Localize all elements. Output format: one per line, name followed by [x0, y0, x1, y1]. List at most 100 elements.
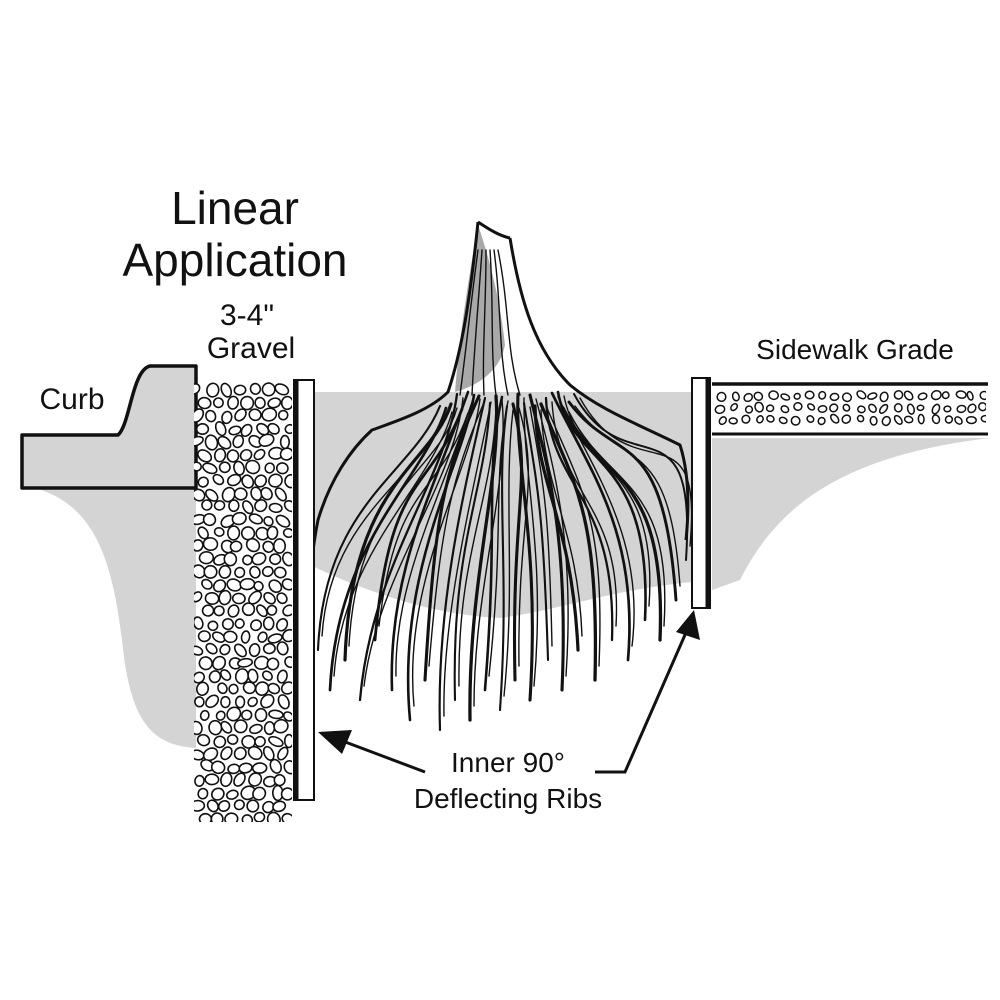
gravel-pebble [194, 616, 204, 630]
gravel-pebble [276, 641, 289, 656]
gravel-pebble [248, 772, 263, 787]
gravel-pebble [196, 733, 211, 747]
trunk-tip [477, 220, 511, 240]
gravel-pebble [262, 800, 275, 814]
sidewalk-aggregate-stone [829, 413, 840, 424]
gravel-pebble [283, 500, 292, 513]
gravel-pebble [217, 682, 228, 695]
gravel-pebble [194, 383, 201, 395]
gravel-pebble [233, 772, 246, 787]
root-strand [358, 392, 459, 702]
gravel-pebble [226, 525, 241, 541]
sidewalk-aggregate-stone [965, 415, 977, 425]
root-strand [544, 396, 614, 642]
gravel-pebble [194, 408, 205, 423]
gravel-pebble [223, 630, 238, 644]
sidewalk-aggregate-stone [744, 405, 754, 414]
gravel-pebble [194, 749, 205, 761]
gravel-pebble [226, 473, 242, 487]
gravel-pebble [274, 487, 288, 502]
sidewalk-aggregate-stone [793, 402, 803, 411]
gravel-pebble [227, 763, 241, 775]
gravel-pebble [231, 592, 246, 605]
sidewalk-aggregate-stone [790, 415, 801, 426]
gravel-pebble [211, 631, 226, 643]
gravel-pebble [213, 500, 226, 511]
gravel-pebble [262, 540, 275, 553]
gravel-pebble [273, 718, 289, 734]
gravel-pebble [282, 527, 292, 539]
sidewalk-aggregate-stone [793, 392, 801, 400]
curb [20, 364, 198, 490]
gravel-pebble [210, 787, 225, 801]
gravel-pebble [225, 789, 239, 800]
sidewalk-aggregate-stone [941, 391, 950, 400]
gravel-pebble [284, 423, 292, 435]
gravel-pebble [218, 461, 231, 474]
gravel-pebble [262, 616, 275, 631]
gravel-pebble [241, 709, 253, 721]
sidewalk-aggregate-stone [856, 405, 866, 414]
gravel-pebble [245, 537, 261, 553]
gravel-pebble [260, 486, 273, 501]
ribs-label-line-1: Inner 90° [451, 747, 565, 778]
gravel-pebble [197, 787, 209, 800]
gravel-pebble [213, 735, 227, 749]
soil-fill-right [712, 438, 990, 590]
gravel-pebble [284, 474, 292, 489]
root-strand [573, 393, 689, 561]
gravel-pebble [197, 630, 211, 643]
gravel-pebble [198, 550, 215, 565]
gravel-pebble [217, 799, 231, 813]
gravel-pebble [197, 476, 209, 488]
trunk-grain [497, 249, 521, 396]
root-strand [522, 401, 550, 662]
gravel-pebble [241, 602, 256, 617]
gravel-pebble [276, 592, 288, 605]
gravel-pebble [252, 786, 267, 801]
gravel-pebble [213, 526, 225, 537]
gravel-pebble [212, 473, 225, 486]
gravel-pebble [273, 566, 287, 579]
gravel-pebble [207, 620, 219, 632]
root-strand [395, 395, 475, 677]
title-line-2: Application [122, 234, 347, 286]
gravel-pebble [272, 800, 287, 813]
gravel-pebble [283, 733, 292, 749]
gravel-pebble [234, 618, 245, 629]
gravel-pebble [281, 551, 292, 567]
gravel-pebble [199, 709, 210, 721]
gravel-pebble [217, 435, 232, 450]
gravel-pebble [280, 787, 292, 801]
sidewalk-aggregate-stone [893, 414, 903, 425]
gravel-pebble [226, 706, 242, 722]
trunk-grain [471, 249, 483, 396]
gravel-pebble [267, 682, 281, 695]
gravel-pebble [263, 515, 274, 527]
gravel-pebble [273, 773, 286, 787]
gravel-pebble [233, 487, 248, 501]
gravel-pebble [233, 643, 247, 658]
trunk-grain [493, 249, 509, 396]
gravel-pebble [266, 811, 281, 822]
gravel-pebble [214, 421, 227, 437]
gravel-pebble [240, 630, 251, 644]
root-strand [574, 405, 681, 587]
gravel-pebble [239, 448, 253, 462]
gravel-pebble [221, 486, 236, 503]
root-strand [523, 397, 539, 687]
sidewalk-aggregate-stone [754, 401, 764, 413]
gravel-pebble [242, 500, 254, 515]
sidewalk-aggregate-stone [841, 392, 853, 403]
gravel-pebble [226, 734, 239, 745]
gravel-pebble [234, 408, 247, 422]
sidewalk-aggregate-stone [931, 403, 941, 415]
gravel-pebble [194, 564, 206, 579]
title-line-1: Linear [171, 182, 299, 234]
gravel-pebble [260, 693, 275, 709]
gravel-pebble [220, 772, 233, 788]
gravel-pebble [234, 566, 246, 579]
gravel-pebble [248, 513, 264, 525]
sidewalk-aggregate-stone [856, 390, 867, 400]
